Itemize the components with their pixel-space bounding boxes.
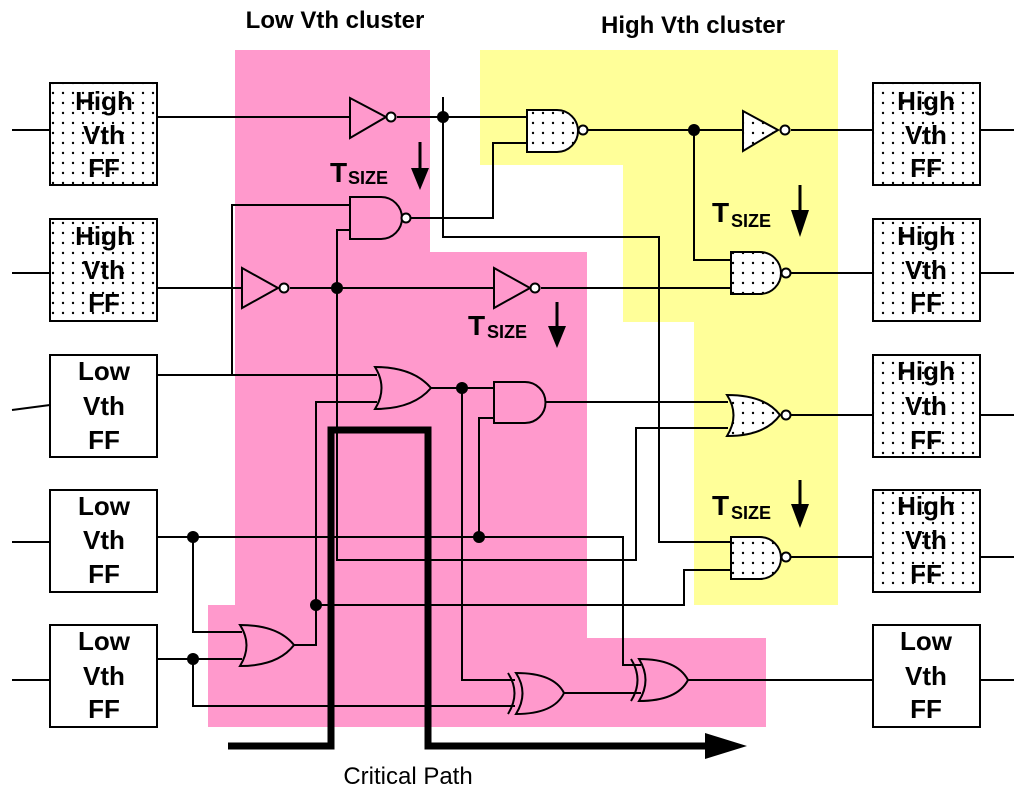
tsize-label-1: T SIZE — [330, 157, 388, 188]
critical-path-label: Critical Path — [343, 763, 472, 790]
svg-text:Vth: Vth — [905, 391, 947, 421]
or-gate — [238, 623, 296, 668]
svg-text:Vth: Vth — [905, 661, 947, 691]
junction-dot — [456, 382, 468, 394]
svg-text:Low: Low — [78, 626, 131, 656]
svg-text:T: T — [712, 490, 729, 521]
xor-gate — [630, 657, 690, 703]
flip-flop-left-3: Low Vth FF — [49, 354, 158, 458]
flip-flop-right-2: High Vth FF — [872, 218, 981, 322]
junction-dot — [310, 599, 322, 611]
junction-dots — [187, 111, 700, 665]
nand-gate — [730, 536, 792, 580]
svg-text:SIZE: SIZE — [487, 322, 527, 342]
svg-text:Vth: Vth — [905, 255, 947, 285]
junction-dot — [437, 111, 449, 123]
low-vth-cluster-title: Low Vth cluster — [246, 7, 425, 34]
down-arrow-icon — [791, 480, 809, 528]
nand-gate — [730, 251, 792, 295]
flip-flop-right-5: Low Vth FF — [872, 624, 981, 728]
inverter-gate — [241, 266, 290, 310]
tsize-label-4: T SIZE — [712, 490, 771, 523]
and-gate — [493, 381, 547, 424]
svg-text:FF: FF — [88, 288, 120, 318]
svg-text:FF: FF — [88, 694, 120, 724]
tsize-label-2: T SIZE — [468, 310, 527, 342]
down-arrow-icon — [791, 185, 809, 237]
wires — [11, 97, 1014, 707]
svg-text:Vth: Vth — [83, 120, 125, 150]
svg-text:FF: FF — [88, 153, 120, 183]
svg-text:High: High — [75, 86, 133, 116]
flip-flop-left-2: High Vth FF — [49, 218, 158, 322]
inverter-gate — [349, 96, 397, 140]
inverter-gate — [742, 109, 791, 153]
junction-dot — [187, 653, 199, 665]
tsize-label-3: T SIZE — [712, 197, 771, 231]
flip-flop-left-1: High Vth FF — [49, 82, 158, 186]
junction-dot — [331, 282, 343, 294]
svg-text:Vth: Vth — [905, 120, 947, 150]
svg-text:High: High — [897, 221, 955, 251]
flip-flop-right-1: High Vth FF — [872, 82, 981, 186]
nand-gate — [349, 196, 412, 240]
svg-text:T: T — [330, 157, 347, 188]
svg-text:SIZE: SIZE — [731, 211, 771, 231]
down-arrow-icon — [411, 142, 429, 190]
svg-text:High: High — [897, 356, 955, 386]
junction-dot — [688, 124, 700, 136]
junction-dot — [473, 531, 485, 543]
flip-flop-right-3: High Vth FF — [872, 354, 981, 458]
svg-text:Low: Low — [78, 356, 131, 386]
svg-text:High: High — [897, 491, 955, 521]
svg-text:SIZE: SIZE — [731, 503, 771, 523]
svg-text:Vth: Vth — [83, 525, 125, 555]
svg-text:FF: FF — [88, 425, 120, 455]
svg-text:SIZE: SIZE — [348, 168, 388, 188]
svg-text:FF: FF — [88, 559, 120, 589]
inverter-gate — [493, 266, 541, 310]
svg-text:Vth: Vth — [83, 255, 125, 285]
svg-text:FF: FF — [910, 559, 942, 589]
svg-text:FF: FF — [910, 425, 942, 455]
svg-text:Vth: Vth — [83, 391, 125, 421]
svg-text:High: High — [897, 86, 955, 116]
nor-gate — [725, 393, 792, 438]
high-vth-cluster-title: High Vth cluster — [601, 12, 785, 39]
svg-text:FF: FF — [910, 153, 942, 183]
junction-dot — [187, 531, 199, 543]
svg-text:T: T — [468, 310, 485, 341]
critical-path — [228, 426, 747, 759]
flip-flop-left-4: Low Vth FF — [49, 489, 158, 593]
svg-text:Low: Low — [78, 491, 131, 521]
svg-text:High: High — [75, 221, 133, 251]
flip-flop-right-4: High Vth FF — [872, 489, 981, 593]
xor-gate — [507, 671, 566, 716]
svg-text:FF: FF — [910, 288, 942, 318]
svg-text:FF: FF — [910, 694, 942, 724]
svg-text:Low: Low — [900, 626, 953, 656]
svg-text:Vth: Vth — [83, 661, 125, 691]
down-arrow-icon — [548, 302, 566, 348]
high-vth-cluster-region — [480, 50, 838, 605]
nand-gate — [526, 109, 589, 153]
svg-text:Vth: Vth — [905, 525, 947, 555]
critical-path-arrowhead — [705, 733, 747, 759]
svg-text:T: T — [712, 197, 729, 228]
flip-flop-left-5: Low Vth FF — [49, 624, 158, 728]
or-gate — [373, 365, 433, 411]
